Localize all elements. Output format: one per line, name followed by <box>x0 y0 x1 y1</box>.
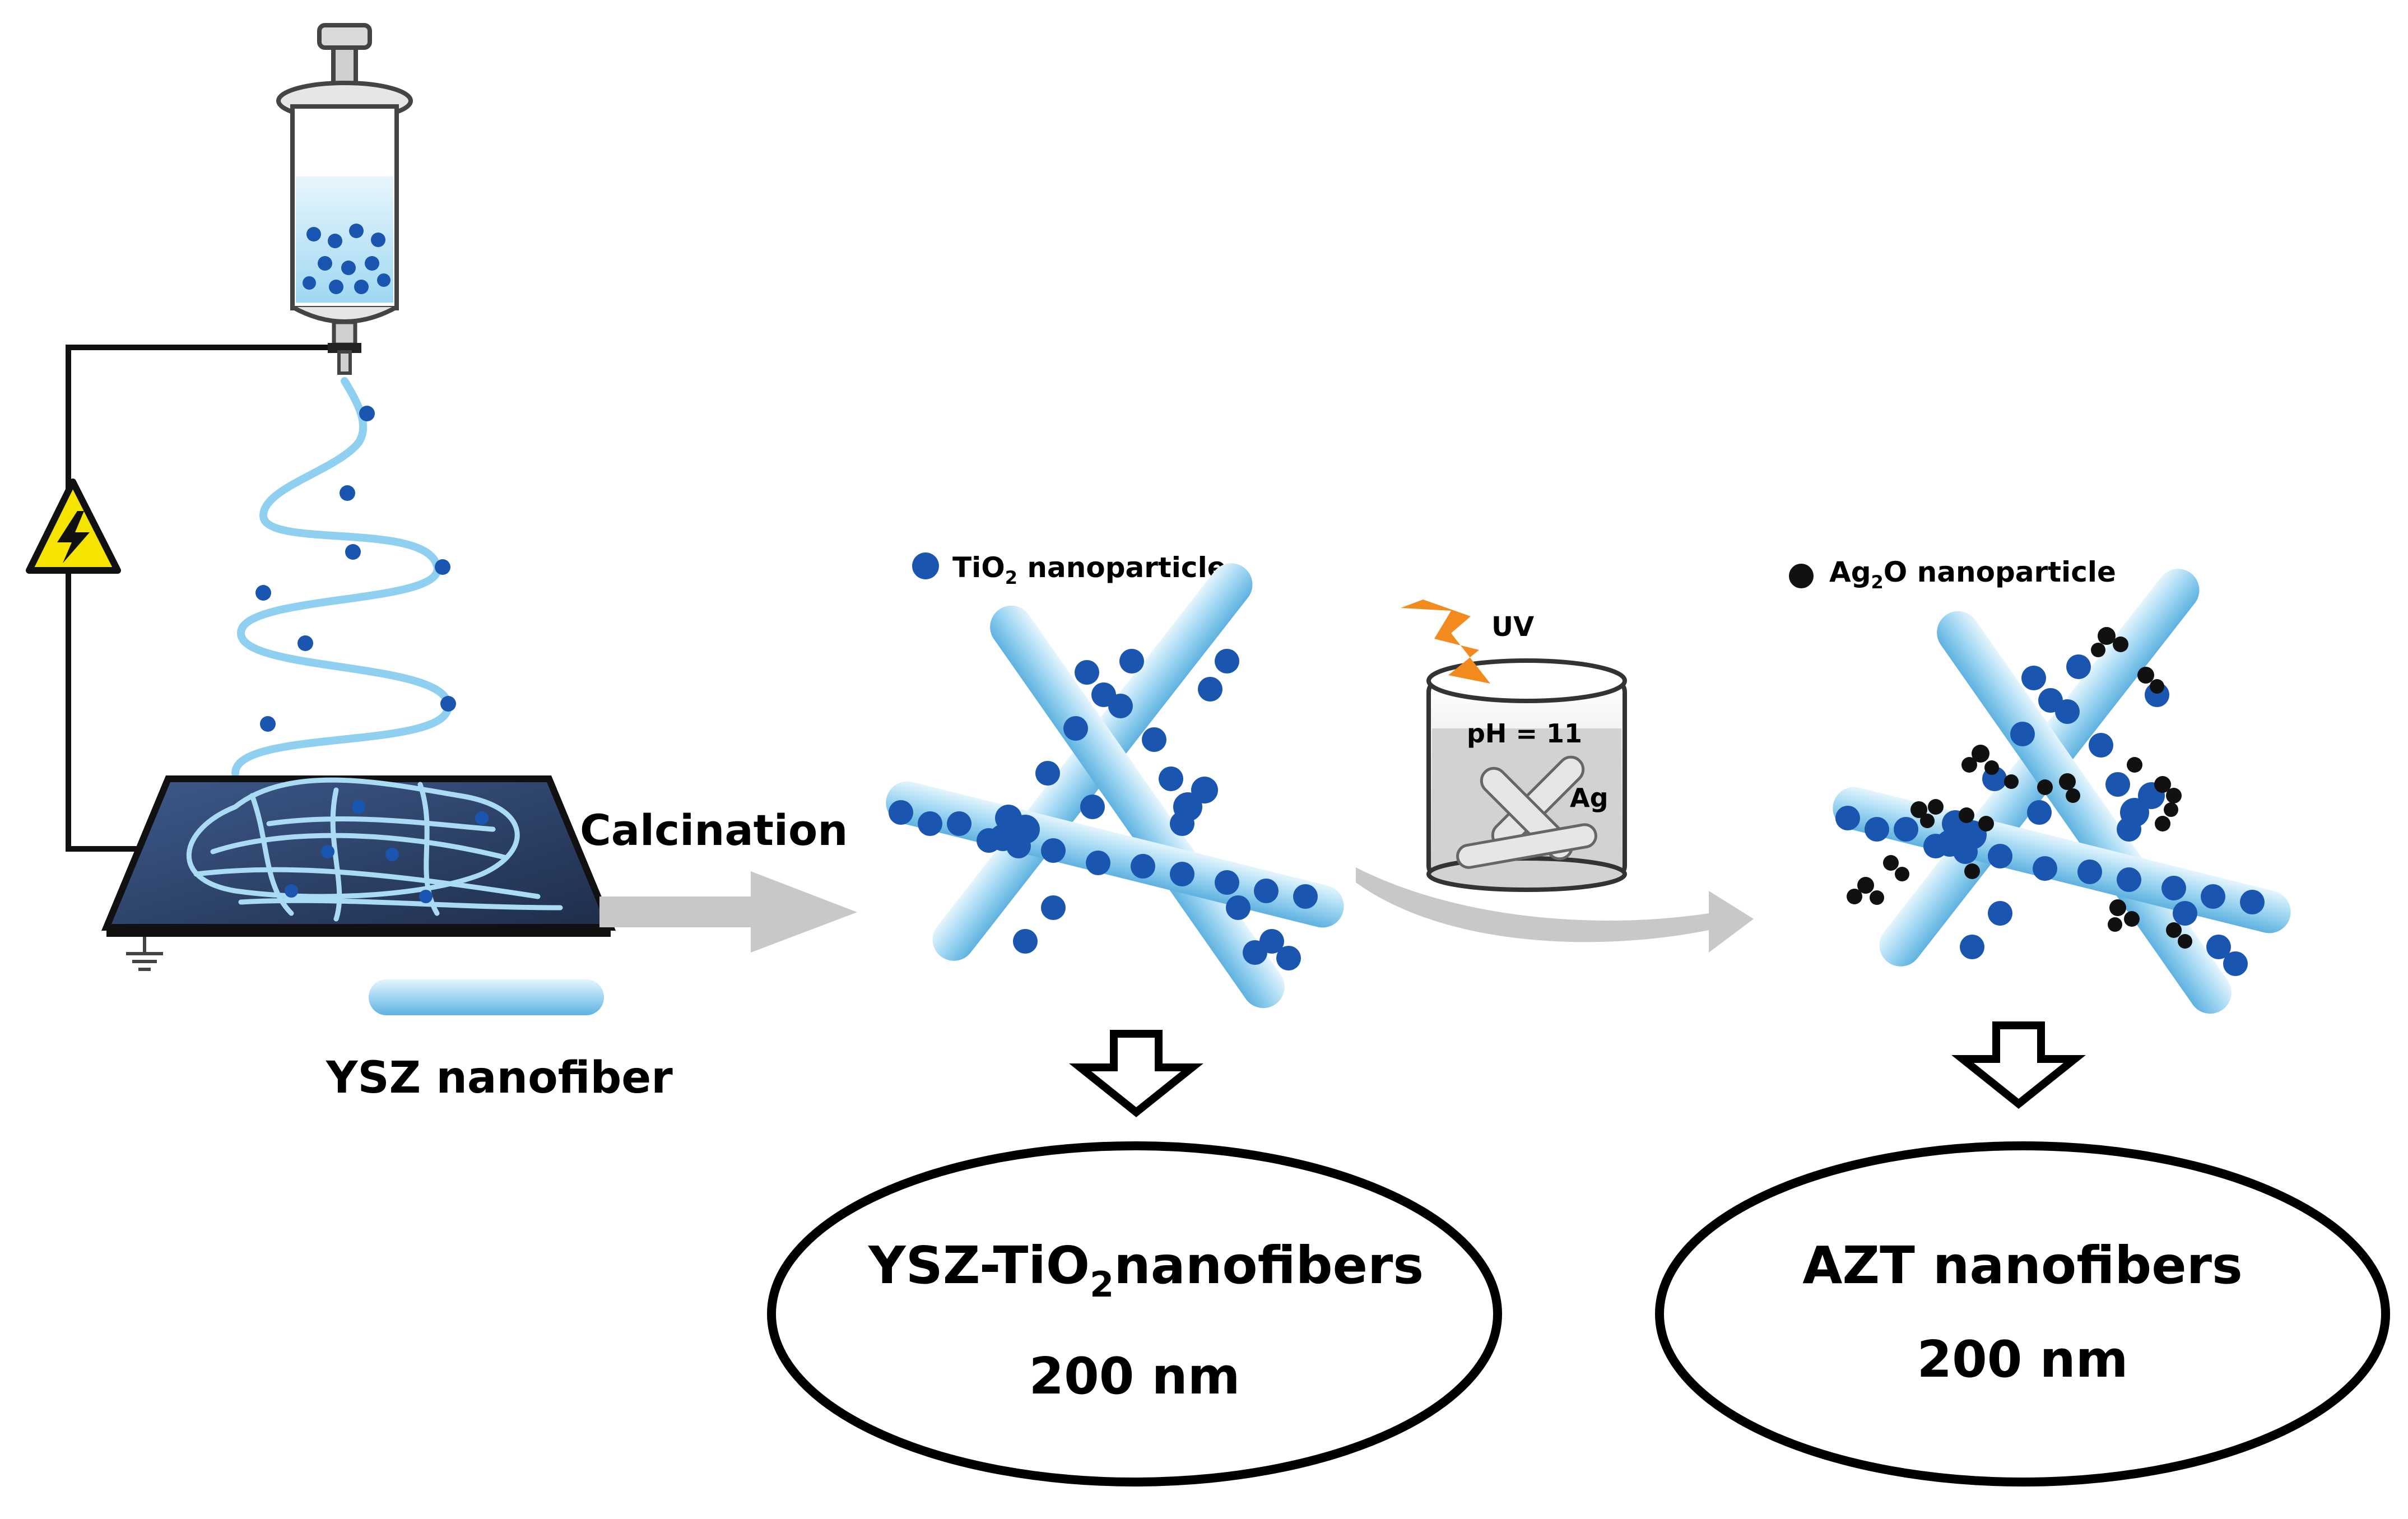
electrospinning-setup: YSZ nanofiber <box>26 23 673 1103</box>
product-azt-name: AZT nanofibers <box>1802 1235 2243 1295</box>
syringe-icon <box>276 23 413 375</box>
ysz-nanofiber-swatch <box>369 979 604 1015</box>
ag-label: Ag <box>1570 783 1609 813</box>
calcination-label: Calcination <box>580 805 848 855</box>
product-ysz-tio2-size: 200 nm <box>1029 1347 1240 1406</box>
ag2o-legend-dot <box>1789 564 1814 588</box>
ag2o-particles <box>1847 627 2192 949</box>
fiber-2 <box>990 605 1285 1009</box>
ph-label: pH = 11 <box>1467 718 1582 749</box>
beaker-fibers <box>1456 755 1597 869</box>
electrospun-jet <box>231 377 453 777</box>
ground-icon <box>126 937 163 971</box>
tio2-legend-sub: 2 <box>1005 567 1017 588</box>
azt-fiber-2 <box>1937 611 2232 1014</box>
jet-particles <box>255 406 456 732</box>
tio2-legend: TiO2 nanoparticle <box>912 551 1226 588</box>
ag2o-legend-sub: 2 <box>1871 572 1884 593</box>
ysz-nanofiber-label: YSZ nanofiber <box>326 1053 673 1103</box>
svg-text:Ag2O nanoparticle: Ag2O nanoparticle <box>1829 556 2116 593</box>
down-arrow-1 <box>1069 1030 1203 1117</box>
product-azt: AZT nanofibers 200 nm <box>1655 1141 2390 1487</box>
product-ysz-tio2-name: YSZ-TiO2nanofibers <box>868 1235 1424 1305</box>
uv-bolt-icon <box>1401 600 1490 684</box>
calcination-arrow <box>599 871 857 953</box>
tio2-legend-suffix: nanoparticle <box>1017 551 1226 584</box>
down-arrow-2 <box>1951 1021 2086 1109</box>
product-azt-size: 200 nm <box>1917 1330 2128 1389</box>
beaker-icon <box>1426 658 1627 892</box>
tio2-particles-1 <box>889 649 1318 970</box>
tio2-legend-prefix: TiO <box>952 551 1005 584</box>
tio2-legend-dot <box>912 552 939 579</box>
ag2o-legend-prefix: Ag <box>1829 556 1871 588</box>
uv-label: UV <box>1491 611 1534 643</box>
azt-fiber-cluster <box>1833 569 2291 1014</box>
collector-plate <box>101 775 616 937</box>
uv-arrow <box>1356 867 1754 953</box>
high-voltage-warning-icon <box>26 479 121 574</box>
ag2o-legend: Ag2O nanoparticle <box>1789 556 2116 593</box>
ag2o-legend-suffix: O nanoparticle <box>1884 556 2116 588</box>
circuit-wire <box>66 345 333 852</box>
svg-text:TiO2 nanoparticle: TiO2 nanoparticle <box>952 551 1226 588</box>
ysz-tio2-fiber-cluster <box>886 563 1344 1009</box>
product-ysz-tio2: YSZ-TiO2nanofibers 200 nm <box>767 1141 1502 1487</box>
